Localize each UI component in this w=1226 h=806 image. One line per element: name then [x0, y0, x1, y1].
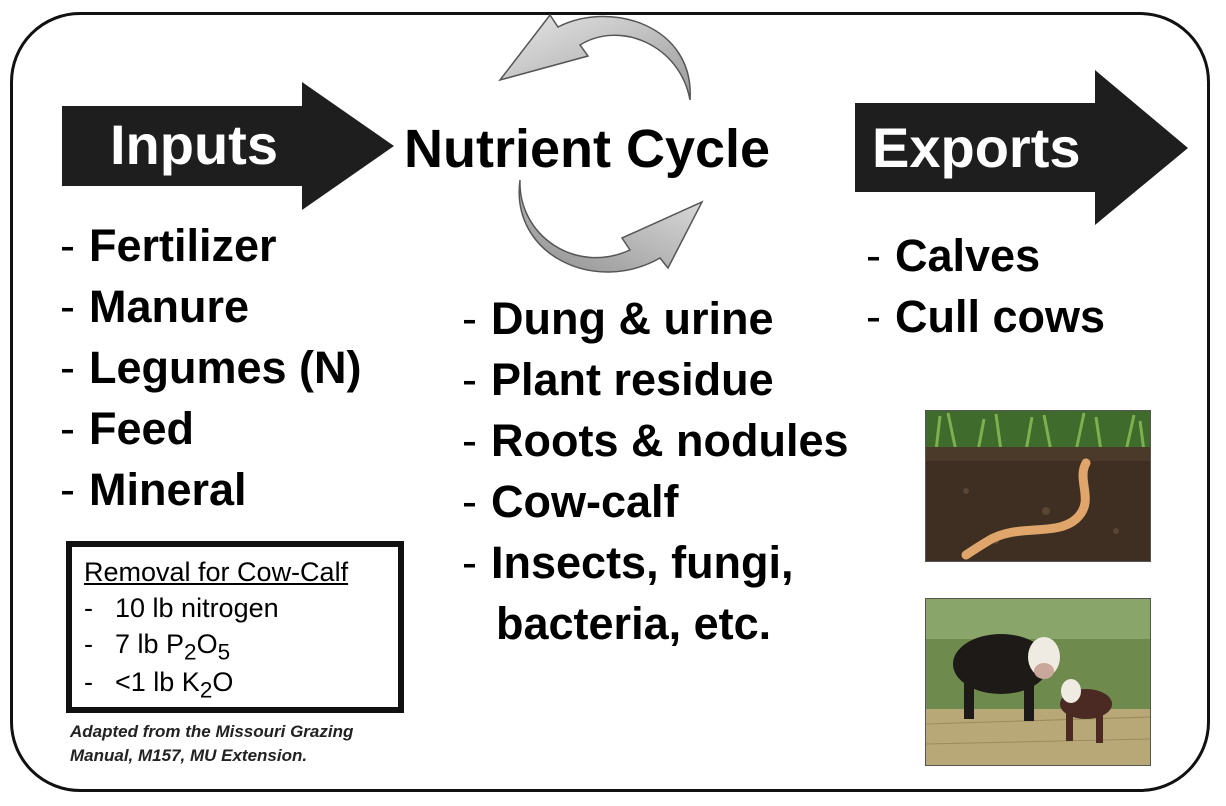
subscript: 2 [184, 639, 197, 664]
list-item-label: Legumes (N) [89, 342, 362, 393]
cow-calf-photo [925, 598, 1151, 766]
removal-box-title: Removal for Cow-Calf [84, 557, 348, 588]
source-line: Adapted from the Missouri Grazing [70, 720, 410, 744]
exports-arrow-label: Exports [872, 120, 1081, 176]
bullet-dash: - [84, 667, 93, 697]
list-item: -Fertilizer [60, 215, 362, 276]
subscript: 2 [200, 677, 213, 702]
inputs-arrow-label: Inputs [110, 117, 278, 173]
removal-item-label: <1 lb K [115, 667, 200, 697]
inputs-list: -Fertilizer -Manure -Legumes (N) -Feed -… [60, 215, 362, 520]
bullet-dash: - [462, 354, 477, 405]
bullet-dash: - [60, 281, 75, 332]
list-item-label: Dung & urine [491, 293, 773, 344]
cycle-list: -Dung & urine -Plant residue -Roots & no… [462, 288, 849, 654]
bullet-dash: - [84, 593, 93, 623]
list-item-label: Manure [89, 281, 249, 332]
soil-earthworm-photo [925, 410, 1151, 562]
removal-item-label: 10 lb nitrogen [115, 593, 279, 623]
bullet-dash: - [60, 464, 75, 515]
list-item: -Feed [60, 398, 362, 459]
removal-item-phosphate: -7 lb P2O5 [84, 629, 230, 665]
removal-item-label: O [212, 667, 233, 697]
list-item-label: Cull cows [895, 291, 1105, 342]
list-item: -Mineral [60, 459, 362, 520]
list-item: -Manure [60, 276, 362, 337]
list-item: -Cow-calf [462, 471, 849, 532]
bullet-dash: - [60, 403, 75, 454]
list-item-label: Cow-calf [491, 476, 679, 527]
list-item-continuation: bacteria, etc. [462, 593, 849, 654]
source-citation: Adapted from the Missouri Grazing Manual… [70, 720, 410, 768]
list-item: -Plant residue [462, 349, 849, 410]
list-item: -Roots & nodules [462, 410, 849, 471]
bullet-dash: - [60, 342, 75, 393]
list-item-label: Plant residue [491, 354, 774, 405]
list-item-label: Fertilizer [89, 220, 277, 271]
list-item-label: Feed [89, 403, 194, 454]
list-item: -Dung & urine [462, 288, 849, 349]
bullet-dash: - [462, 476, 477, 527]
list-item-label: Calves [895, 230, 1040, 281]
subscript: 5 [218, 639, 231, 664]
bullet-dash: - [462, 537, 477, 588]
removal-item-label: O [197, 629, 218, 659]
bullet-dash: - [866, 291, 881, 342]
list-item-label: Mineral [89, 464, 247, 515]
diagram-title: Nutrient Cycle [404, 122, 770, 176]
removal-item-potash: -<1 lb K2O [84, 667, 233, 703]
list-item: -Calves [866, 225, 1105, 286]
bullet-dash: - [462, 293, 477, 344]
removal-box: Removal for Cow-Calf -10 lb nitrogen -7 … [66, 541, 404, 713]
source-line: Manual, M157, MU Extension. [70, 744, 410, 768]
list-item: -Legumes (N) [60, 337, 362, 398]
bullet-dash: - [84, 629, 93, 659]
exports-list: -Calves -Cull cows [866, 225, 1105, 347]
list-item-label: Roots & nodules [491, 415, 849, 466]
bullet-dash: - [866, 230, 881, 281]
list-item: -Cull cows [866, 286, 1105, 347]
list-item: -Insects, fungi, [462, 532, 849, 593]
bullet-dash: - [60, 220, 75, 271]
removal-item-label: 7 lb P [115, 629, 184, 659]
list-item-label: bacteria, etc. [496, 598, 771, 649]
removal-item-nitrogen: -10 lb nitrogen [84, 593, 279, 624]
list-item-label: Insects, fungi, [491, 537, 794, 588]
bullet-dash: - [462, 415, 477, 466]
